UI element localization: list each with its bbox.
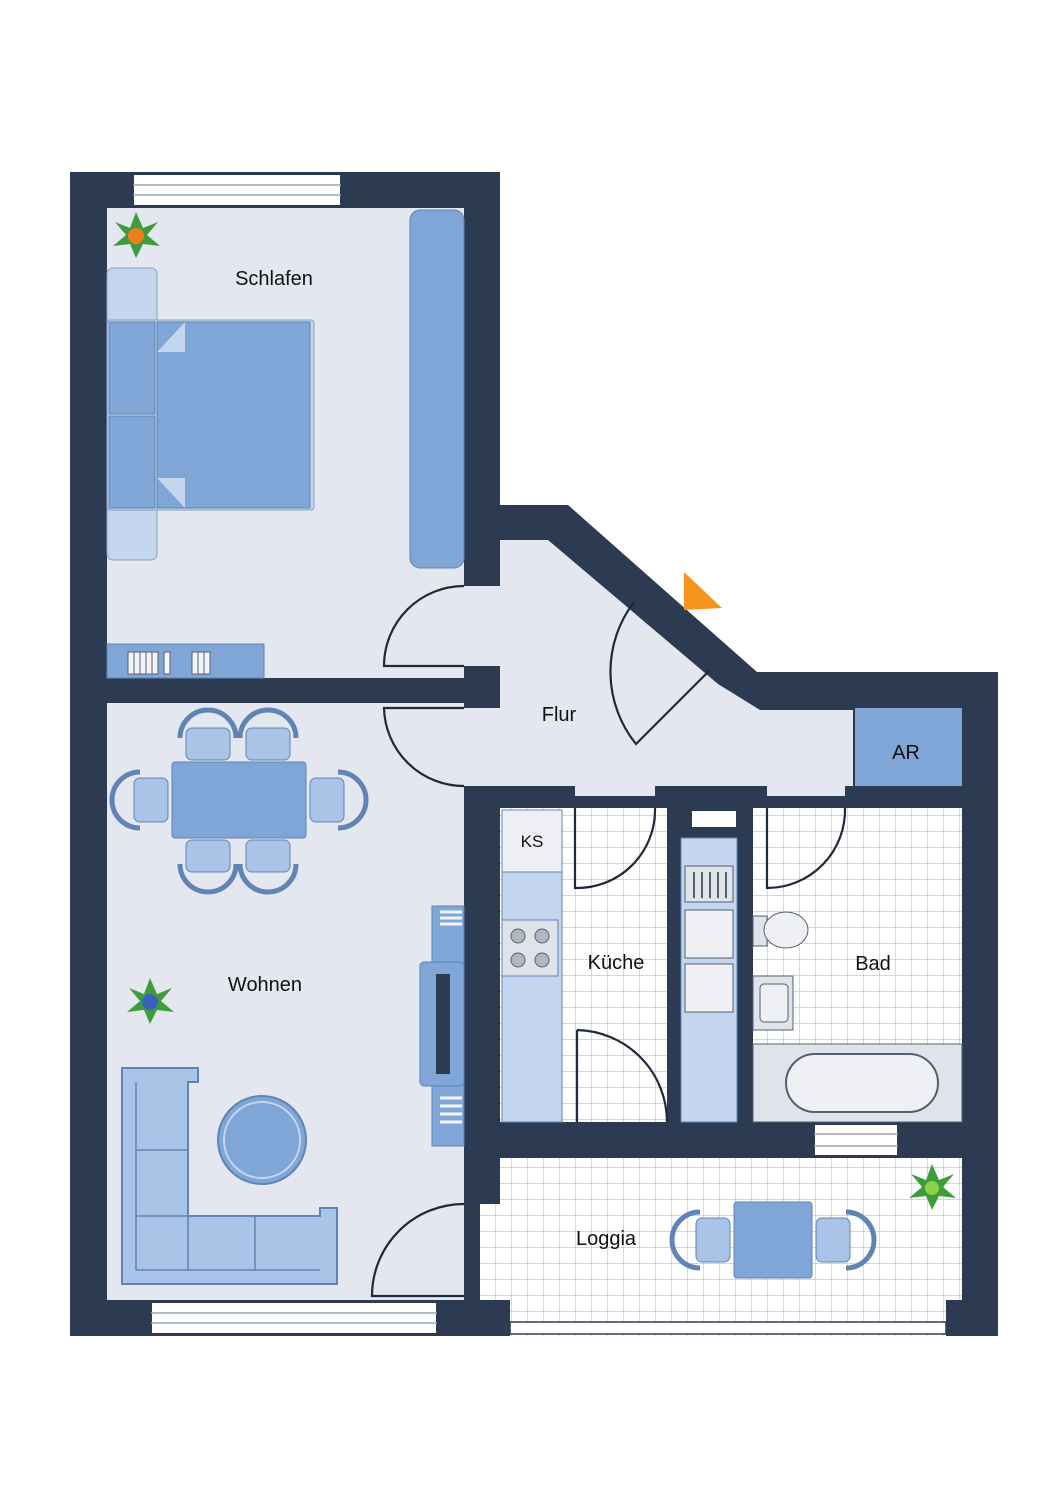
loggia-railing [509, 1321, 947, 1335]
label-schlafen: Schlafen [235, 268, 313, 290]
toilet [752, 911, 809, 949]
loggia-table [669, 1201, 877, 1279]
label-flur: Flur [542, 704, 577, 726]
door-loggia-wohnen [370, 1202, 465, 1298]
window-bottom [150, 1301, 438, 1335]
door-loggia-kueche [575, 1028, 669, 1123]
label-ar: AR [892, 742, 920, 764]
plant-icon [113, 212, 160, 258]
flur-floor [500, 540, 853, 796]
window-top [132, 173, 342, 207]
door-kueche [573, 807, 657, 890]
door-schlafen [382, 584, 465, 668]
bathtub [752, 1043, 963, 1123]
bed [106, 267, 315, 561]
brand-logo: onOffice [975, 1241, 987, 1299]
plant-icon [127, 978, 174, 1024]
round-table [217, 1095, 307, 1185]
tv-sideboard [419, 905, 465, 1147]
ar-room [855, 708, 962, 796]
kitchen-island [680, 837, 738, 1123]
entrance-marker [684, 572, 722, 610]
door-wohnen [382, 706, 465, 788]
label-wohnen: Wohnen [228, 974, 302, 996]
label-bad: Bad [855, 953, 891, 975]
kitchen-counter [501, 809, 563, 1123]
doors [370, 584, 847, 1298]
window-kitchen [690, 809, 738, 829]
shelf [106, 643, 265, 679]
door-entrance [609, 601, 711, 746]
fridge [501, 809, 563, 873]
plant-icon [909, 1164, 956, 1210]
windows [132, 173, 947, 1335]
interior-walls [107, 540, 962, 1336]
label-loggia: Loggia [576, 1228, 637, 1250]
logo-text: onOffice [976, 1241, 987, 1282]
label-kueche: Küche [588, 952, 645, 974]
corner-sofa [121, 1067, 338, 1285]
stove [501, 919, 559, 977]
window-bath [813, 1123, 899, 1157]
sink [752, 975, 794, 1031]
wardrobe [409, 209, 465, 569]
door-bad [765, 807, 847, 890]
dining-table [109, 707, 369, 895]
label-ks: KS [521, 832, 544, 851]
